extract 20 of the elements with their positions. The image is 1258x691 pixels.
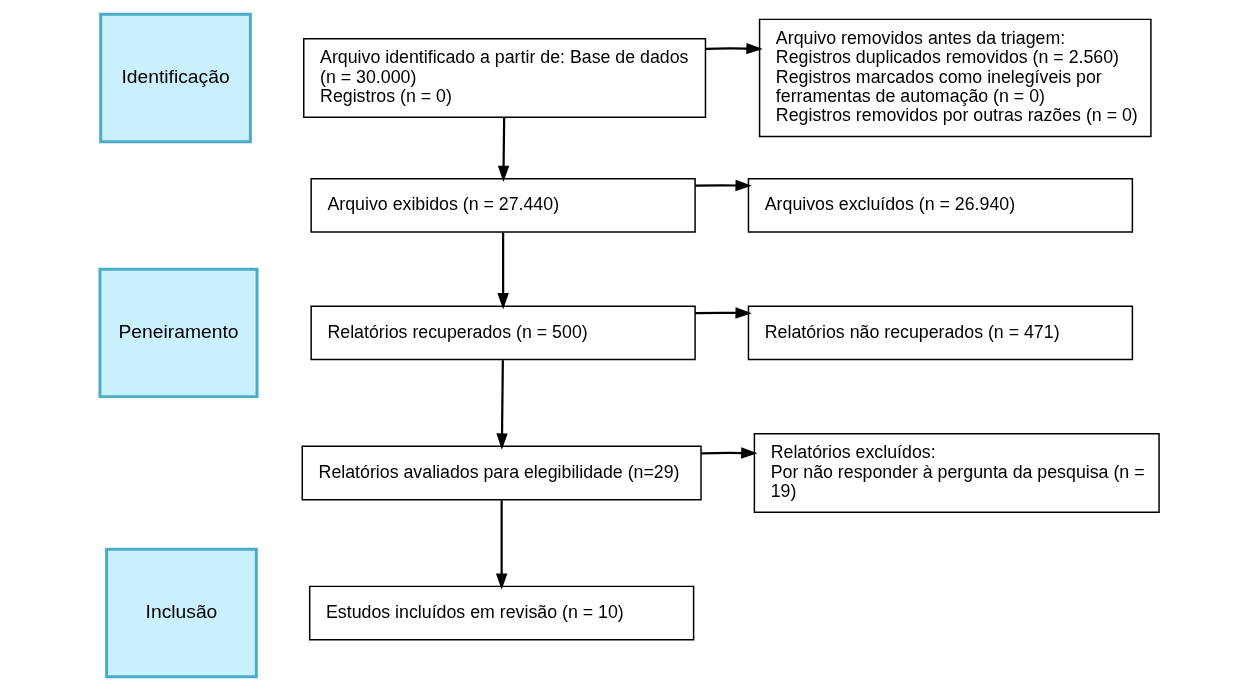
node-box: Arquivos excluídos (n = 26.940) [747, 178, 1133, 233]
node-box: Arquivo removidos antes da triagem: Registros duplicados removidos (n = 2.560) Registros marcados como inelegíveis por ferramentas de automação (n = 0) Registros removidos por outras razões (n = 0) [758, 18, 1152, 138]
node-box: Identificação [98, 12, 252, 144]
arrow [497, 117, 509, 183]
node-box: Estudos incluídos em revisão (n = 10) [308, 585, 694, 641]
node-box: Inclusão [104, 547, 258, 679]
node-box: Peneiramento [97, 267, 259, 399]
node-box: Relatórios recuperados (n = 500) [309, 305, 696, 361]
node-box: Relatórios excluídos: Por não responder à pergunta da pesquisa (n = 19) [753, 432, 1160, 513]
arrow [700, 447, 757, 459]
node-box: Relatórios avaliados para elegibilidade (n=29) [301, 445, 702, 501]
arrow [495, 500, 507, 590]
node-box: Arquivo identificado a partir de: Base de dados (n = 30.000) Registros (n = 0) [302, 37, 706, 118]
arrow [694, 179, 752, 192]
arrow [496, 232, 509, 310]
node-box: Arquivo exibidos (n = 27.440) [309, 178, 696, 233]
arrow [694, 307, 752, 319]
arrow [705, 42, 763, 55]
node-box: Relatórios não recuperados (n = 471) [747, 305, 1133, 361]
arrow [495, 360, 508, 450]
